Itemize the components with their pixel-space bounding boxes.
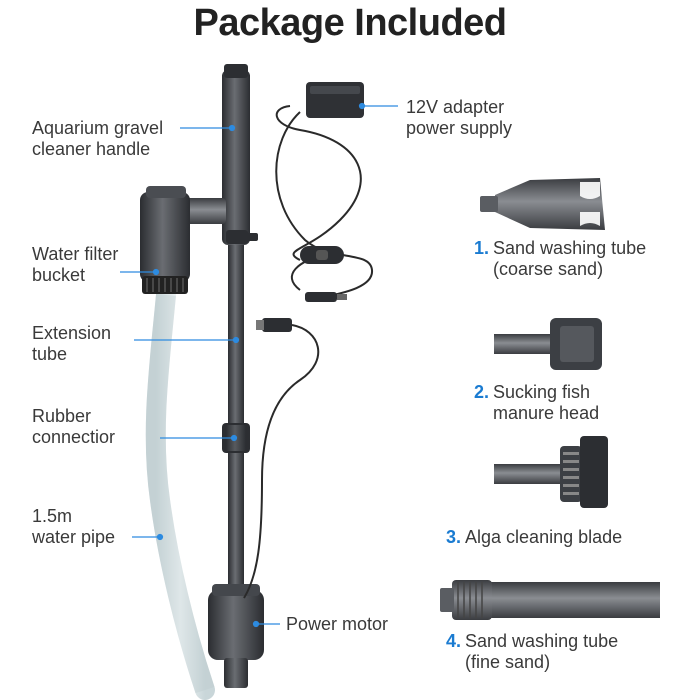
accessory-label-1: 1.Sand washing tube (coarse sand) xyxy=(474,238,646,280)
page-title: Package Included xyxy=(193,2,507,44)
power-motor xyxy=(208,590,264,660)
accessory-name: Sand washing tube (fine sand) xyxy=(465,631,619,672)
sucking-fish-manure-head xyxy=(494,318,602,370)
label-water-filter-bucket: Water filter bucket xyxy=(32,244,119,285)
accessory-label-4: 4.Sand washing tube (fine sand) xyxy=(446,631,618,673)
accessory-number: 2. xyxy=(474,382,490,402)
accessory-name: Sucking fish manure head xyxy=(493,382,600,423)
fine-sand-washing-tube xyxy=(440,580,660,620)
water-pipe xyxy=(145,285,215,700)
label-rubber-connector: Rubber connectior xyxy=(32,406,116,447)
accessory-label-2: 2.Sucking fish manure head xyxy=(474,382,599,424)
extension-tube xyxy=(228,240,244,600)
gravel-cleaner-handle xyxy=(222,70,250,245)
label-adapter-power-supply: 12V adapter power supply xyxy=(406,97,513,138)
label-extension-tube: Extension tube xyxy=(32,323,112,364)
accessory-number: 3. xyxy=(446,527,462,547)
accessory-number: 1. xyxy=(474,238,490,258)
label-gravel-cleaner-handle: Aquarium gravel cleaner handle xyxy=(32,118,164,159)
accessory-number: 4. xyxy=(446,631,462,651)
coarse-sand-washing-tube xyxy=(480,178,605,230)
water-filter-bucket xyxy=(140,192,190,282)
label-water-pipe: 1.5m water pipe xyxy=(32,506,116,547)
label-power-motor: Power motor xyxy=(286,614,389,634)
accessory-label-3: 3.Alga cleaning blade xyxy=(446,527,622,548)
accessory-name: Sand washing tube (coarse sand) xyxy=(493,238,647,279)
alga-cleaning-blade xyxy=(494,436,608,508)
accessory-name: Alga cleaning blade xyxy=(465,527,623,547)
